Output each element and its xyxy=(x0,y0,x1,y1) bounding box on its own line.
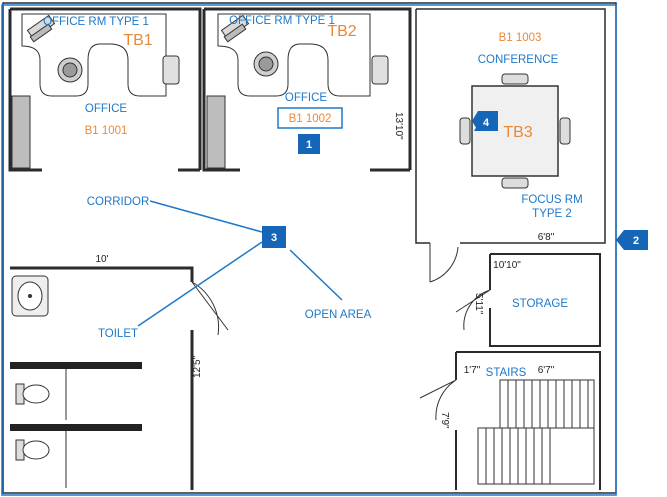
wc-icon xyxy=(15,383,50,405)
toilet-room[interactable]: 10' TOILET 12'5" xyxy=(10,254,229,490)
corridor-label: CORRIDOR xyxy=(87,196,150,208)
callout-4[interactable]: 4 xyxy=(472,111,498,131)
selection-frame[interactable] xyxy=(1,4,617,496)
callout-2[interactable]: 2 xyxy=(616,230,648,250)
dim-13-10: 13'10" xyxy=(393,112,404,140)
callout-1-number: 1 xyxy=(306,139,312,151)
toilet-label: TOILET xyxy=(98,328,138,340)
dim-12-5: 12'5" xyxy=(192,355,203,378)
office-1001-name: OFFICE xyxy=(85,103,127,115)
sink-icon xyxy=(11,275,49,317)
dim-10: 10' xyxy=(95,254,108,265)
computer-icon xyxy=(220,14,250,43)
dim-5-11: 5'11" xyxy=(473,293,484,315)
callout-3-number: 3 xyxy=(271,232,277,244)
chair-icon xyxy=(459,117,471,145)
cabinet-icon xyxy=(206,95,226,169)
callout-4-number: 4 xyxy=(483,117,490,129)
chair-icon xyxy=(559,117,571,145)
stairs-label: STAIRS xyxy=(486,367,527,379)
office-1002[interactable]: OFFICE RM TYPE 1 TB2 OFFICE B1 1002 13'1… xyxy=(202,7,412,172)
open-area-label: OPEN AREA xyxy=(305,309,372,321)
wc-icon xyxy=(15,439,50,461)
conference-tb: TB3 xyxy=(503,124,532,141)
conference-room[interactable]: B1 1003 CONFERENCE TB3 FOCUS RM TYPE 2 6… xyxy=(415,8,606,283)
callout-leaders xyxy=(137,200,343,327)
office-1002-tb: TB2 xyxy=(327,23,356,40)
conference-number: B1 1003 xyxy=(499,32,542,44)
conference-table xyxy=(471,85,559,177)
storage-label: STORAGE xyxy=(512,298,568,310)
conference-name: CONFERENCE xyxy=(478,54,559,66)
storage-room[interactable]: 10'10" 5'11" STORAGE xyxy=(455,253,601,347)
dim-7-9: 7'9" xyxy=(439,412,450,429)
chair-icon xyxy=(253,51,279,77)
stairs-room[interactable]: 1'7" STAIRS 6'7" 7'9" xyxy=(419,351,601,490)
guest-chair-icon xyxy=(162,55,180,85)
computer-icon xyxy=(26,14,56,43)
office-1002-number: B1 1002 xyxy=(289,113,332,125)
chair-icon xyxy=(501,177,529,189)
dim-6-8: 6'8" xyxy=(538,232,555,243)
stair-steps xyxy=(477,379,595,485)
chair-icon xyxy=(57,57,83,83)
guest-chair-icon xyxy=(371,55,389,85)
office-1002-number-box[interactable] xyxy=(277,107,343,129)
office-1001-type: OFFICE RM TYPE 1 xyxy=(43,16,149,28)
office-1001-tb: TB1 xyxy=(123,32,152,49)
focus-room-line2: TYPE 2 xyxy=(532,208,572,220)
office-1001[interactable]: OFFICE RM TYPE 1 TB1 OFFICE B1 1001 xyxy=(8,7,202,172)
callout-1[interactable]: 1 xyxy=(298,134,320,154)
office-1001-number: B1 1001 xyxy=(85,125,128,137)
office-1002-type: OFFICE RM TYPE 1 xyxy=(229,15,335,27)
office-1002-name: OFFICE xyxy=(285,92,327,104)
callout-2-number: 2 xyxy=(633,235,639,247)
focus-room-line1: FOCUS RM xyxy=(521,194,582,206)
dim-6-7: 6'7" xyxy=(538,365,555,376)
dim-10-10: 10'10" xyxy=(493,260,521,271)
callout-3[interactable]: 3 xyxy=(262,226,286,248)
cabinet-icon xyxy=(11,95,31,169)
chair-icon xyxy=(501,73,529,85)
dim-1-7: 1'7" xyxy=(464,365,481,376)
